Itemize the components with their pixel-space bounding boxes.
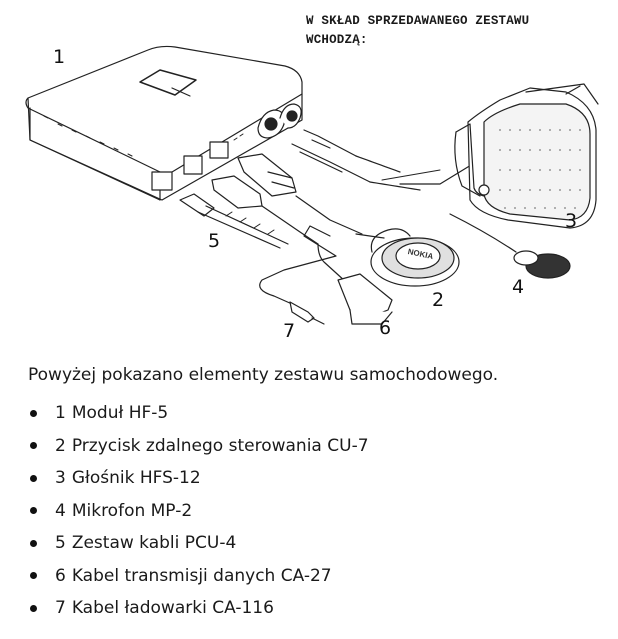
item-number: 4 [55,500,66,521]
bullet-icon [30,507,37,515]
kit-contents-heading: W SKŁAD SPRZEDAWANEGO ZESTAWU WCHODZĄ: [306,12,606,50]
item-label: Głośnik HFS-12 [71,468,201,489]
speaker-drawing [454,83,599,229]
remote-button-drawing [355,228,460,287]
intro-text: Powyżej pokazano elementy zestawu samoch… [28,365,499,385]
item-label: Moduł HF-5 [71,403,169,424]
item-number: 5 [55,533,66,554]
data-cable-drawing [317,243,393,325]
bullet-icon [30,409,37,417]
charger-cable-drawing [259,225,337,325]
callout-7: 7 [283,320,296,342]
item-number: 2 [55,435,66,456]
bullet-icon [30,539,37,547]
heading-line-2: WCHODZĄ: [306,33,368,47]
callout-6: 6 [379,317,392,339]
microphone-drawing [449,213,571,279]
item-label: Kabel transmisji danych CA-27 [71,565,332,586]
callout-5: 5 [208,230,221,252]
heading-line-1: W SKŁAD SPRZEDAWANEGO ZESTAWU [306,14,530,28]
item-number: 6 [55,565,66,586]
item-number: 3 [55,468,66,489]
callout-2: 2 [432,289,445,311]
callout-1: 1 [53,46,66,68]
bullet-icon [30,572,37,580]
bullet-icon [30,474,37,482]
item-label: Mikrofon MP-2 [71,500,193,521]
callout-4: 4 [512,276,525,298]
callout-3: 3 [565,210,578,232]
item-number: 7 [55,598,66,619]
item-label: Zestaw kabli PCU-4 [71,533,237,554]
item-label: Przycisk zdalnego sterowania CU-7 [71,435,369,456]
hf5-module-drawing [25,45,303,201]
bullet-icon [30,604,37,612]
bullet-icon [30,442,37,450]
car-kit-illustration: NOKIA [25,45,599,325]
audio-cables-drawing [291,129,477,191]
item-number: 1 [55,403,66,424]
item-label: Kabel ładowarki CA-116 [71,598,274,619]
cable-set-drawing [179,193,289,249]
connector-plugs-drawing [211,153,363,245]
